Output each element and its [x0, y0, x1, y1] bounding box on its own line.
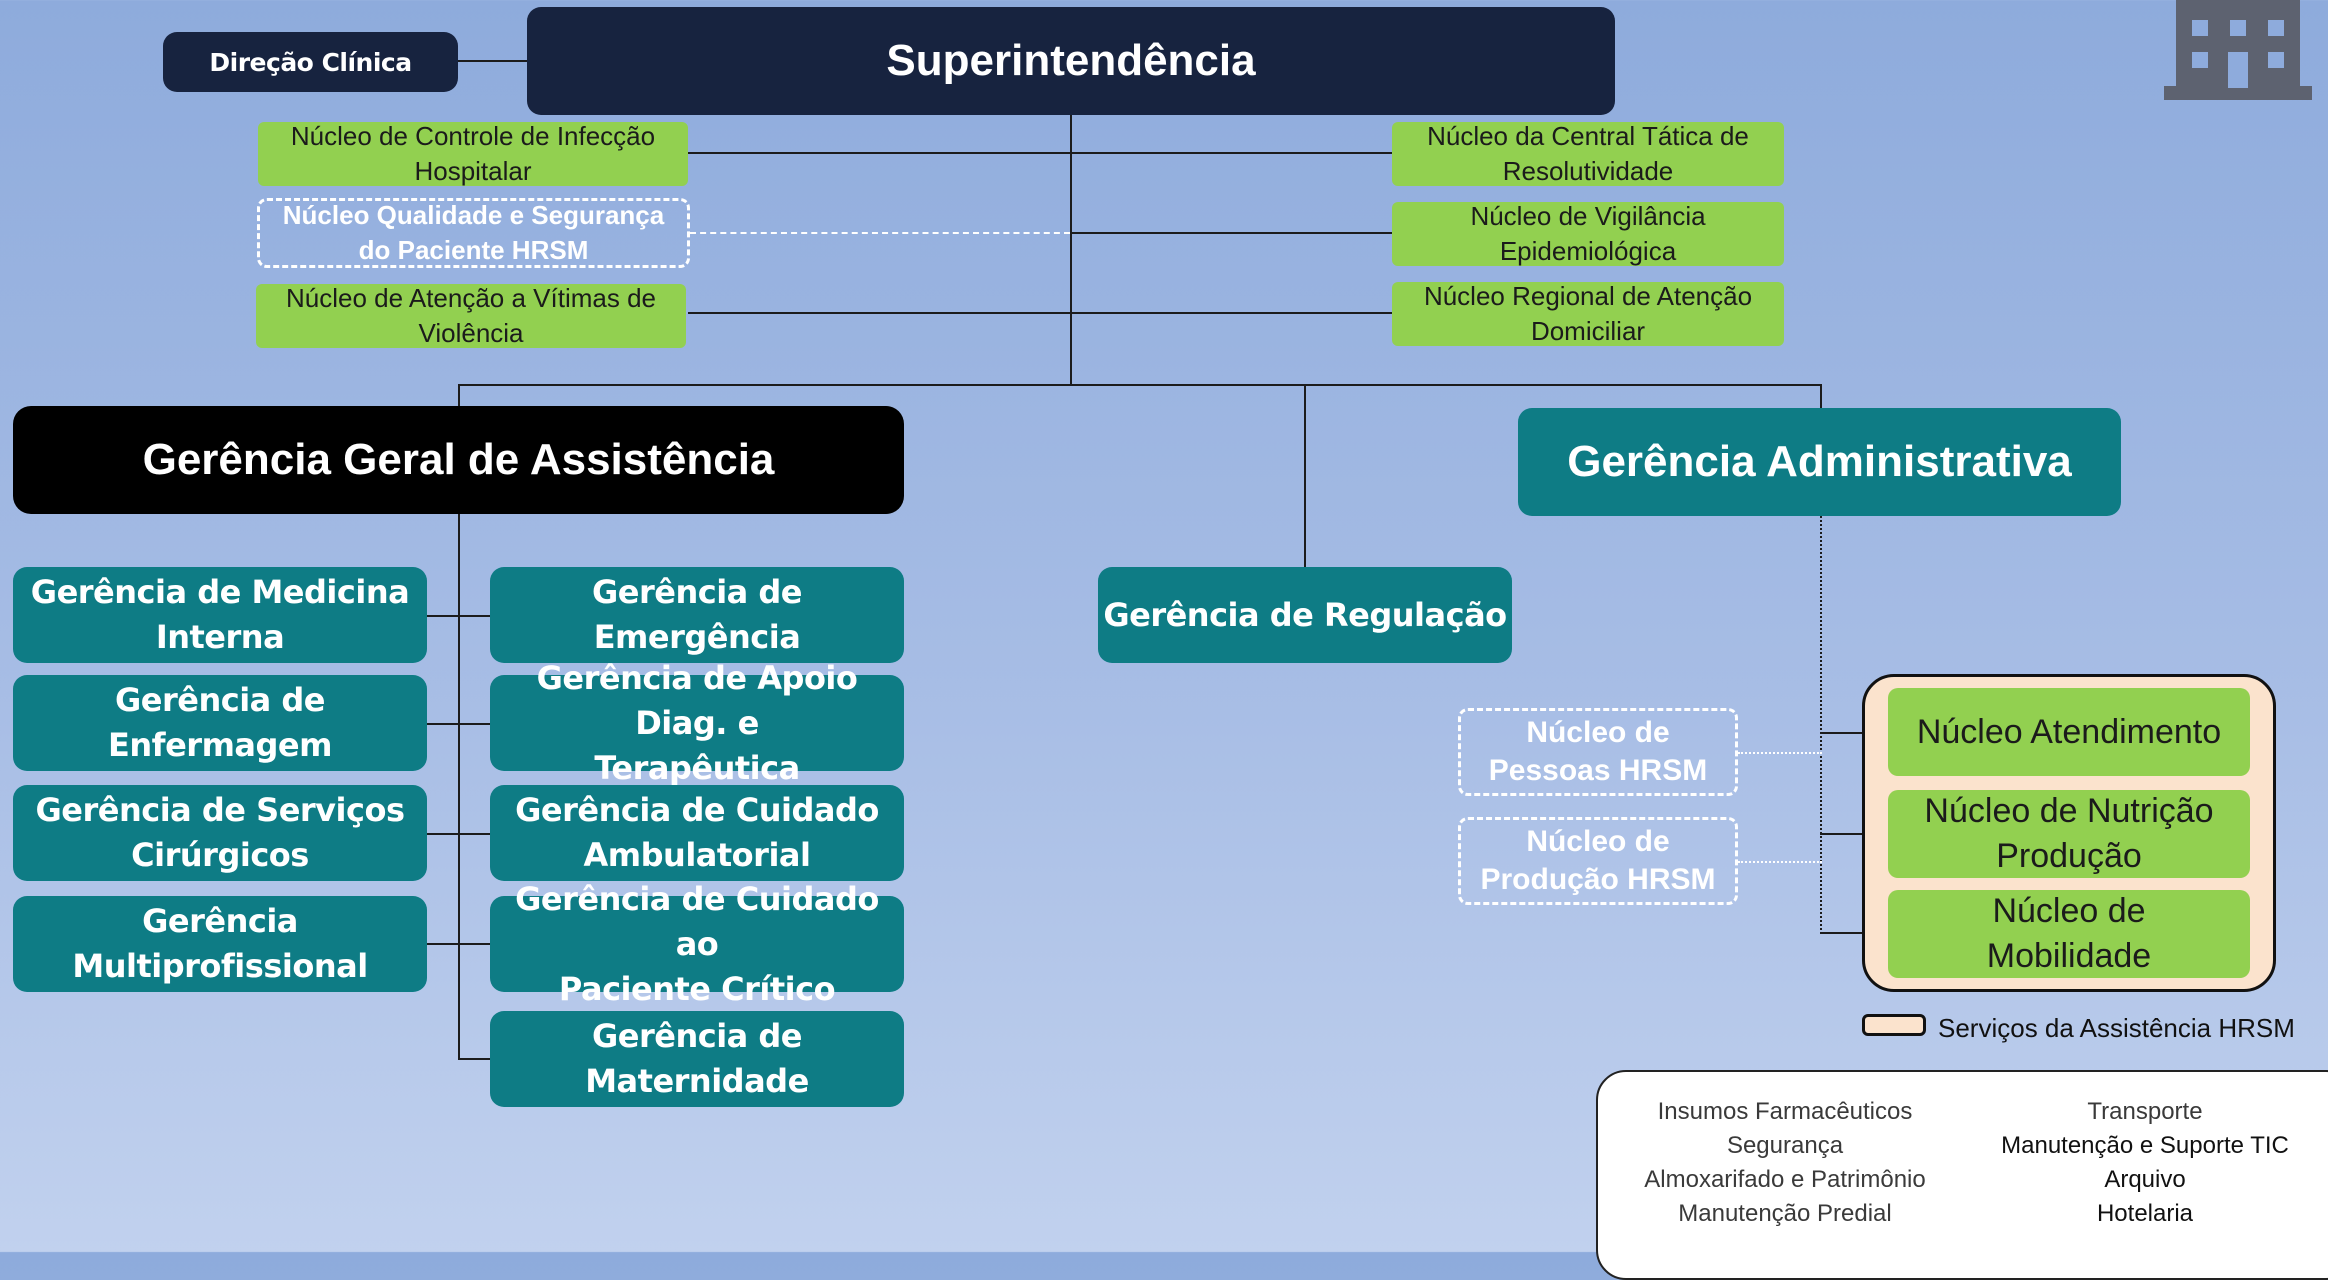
service-item: Hotelaria — [2096, 1200, 2194, 1227]
gerencia-servicos-cirurgicos: Gerência de Serviços Cirúrgicos — [13, 785, 427, 881]
connector — [1738, 861, 1822, 863]
service-item: Transporte — [2087, 1098, 2203, 1125]
nucleo-atendimento: Núcleo Atendimento — [1888, 688, 2250, 776]
service-item: Manutenção Predial — [1678, 1200, 1892, 1227]
legend-swatch — [1862, 1014, 1926, 1036]
support-services-left: Insumos Farmacêuticos Segurança Almoxari… — [1610, 1095, 1960, 1231]
connector — [1820, 932, 1888, 934]
connector — [1072, 232, 1392, 234]
nucleo-qualidade-seguranca: Núcleo Qualidade e Segurança do Paciente… — [257, 198, 690, 268]
connector — [1820, 384, 1822, 408]
service-item: Segurança — [1726, 1132, 1844, 1159]
gerencia-maternidade: Gerência de Maternidade — [490, 1011, 904, 1107]
nucleo-nutricao-producao: Núcleo de Nutrição Produção — [1888, 790, 2250, 878]
connector — [1070, 114, 1072, 384]
gerencia-administrativa: Gerência Administrativa — [1518, 408, 2121, 516]
connector — [458, 384, 1822, 386]
connector — [1820, 516, 1822, 934]
connector — [688, 152, 1070, 154]
nucleo-vigilancia-epidemiologica: Núcleo de Vigilância Epidemiológica — [1392, 201, 1784, 266]
connector — [1072, 152, 1392, 154]
connector — [1738, 752, 1822, 754]
nucleo-central-tatica: Núcleo da Central Tática de Resolutivida… — [1392, 121, 1784, 186]
connector — [458, 512, 460, 1060]
connector — [426, 833, 490, 835]
gerencia-multiprofissional: Gerência Multiprofissional — [13, 896, 427, 992]
gerencia-geral-assistencia: Gerência Geral de Assistência — [13, 406, 904, 514]
service-item: Insumos Farmacêuticos — [1657, 1098, 1913, 1125]
nucleo-pessoas-hrsm: Núcleo de Pessoas HRSM — [1458, 708, 1738, 796]
nucleo-producao-hrsm: Núcleo de Produção HRSM — [1458, 817, 1738, 905]
legend-label: Serviços da Assistência HRSM — [1938, 1013, 2295, 1043]
superintendencia-box: Superintendência — [527, 7, 1615, 115]
service-item: Arquivo — [2104, 1166, 2186, 1193]
gerencia-regulacao: Gerência de Regulação — [1098, 567, 1512, 663]
connector — [458, 384, 460, 406]
nucleo-mobilidade: Núcleo de Mobilidade — [1888, 890, 2250, 978]
connector — [426, 943, 490, 945]
nucleo-regional-atencao-domiciliar: Núcleo Regional de Atenção Domiciliar — [1392, 281, 1784, 346]
support-services-right: Transporte Manutenção e Suporte TIC Arqu… — [1980, 1095, 2310, 1231]
connector — [688, 312, 1070, 314]
gerencia-cuidado-paciente-critico: Gerência de Cuidado ao Paciente Crítico — [490, 880, 904, 1008]
nucleo-atencao-vitimas: Núcleo de Atenção a Vítimas de Violência — [256, 283, 686, 348]
connector — [426, 723, 490, 725]
gerencia-apoio-diagnostico: Gerência de Apoio Diag. e Terapêutica — [490, 659, 904, 787]
gerencia-emergencia: Gerência de Emergência — [490, 567, 904, 663]
support-services-box — [1596, 1070, 2328, 1280]
building-icon — [2164, 0, 2312, 102]
gerencia-enfermagem: Gerência de Enfermagem — [13, 675, 427, 771]
gerencia-cuidado-ambulatorial: Gerência de Cuidado Ambulatorial — [490, 785, 904, 881]
service-item: Manutenção e Suporte TIC — [2001, 1132, 2289, 1159]
service-item: Almoxarifado e Patrimônio — [1644, 1166, 1926, 1193]
connector — [1820, 732, 1888, 734]
connector — [1820, 833, 1888, 835]
connector — [456, 60, 528, 62]
connector — [426, 615, 490, 617]
connector — [1304, 384, 1306, 568]
gerencia-medicina-interna: Gerência de Medicina Interna — [13, 567, 427, 663]
connector — [458, 1058, 490, 1060]
connector — [1072, 312, 1392, 314]
nucleo-controle-infeccao: Núcleo de Controle de Infecção Hospitala… — [258, 121, 688, 186]
connector — [690, 232, 1070, 234]
direcao-clinica-box: Direção Clínica — [163, 32, 458, 92]
